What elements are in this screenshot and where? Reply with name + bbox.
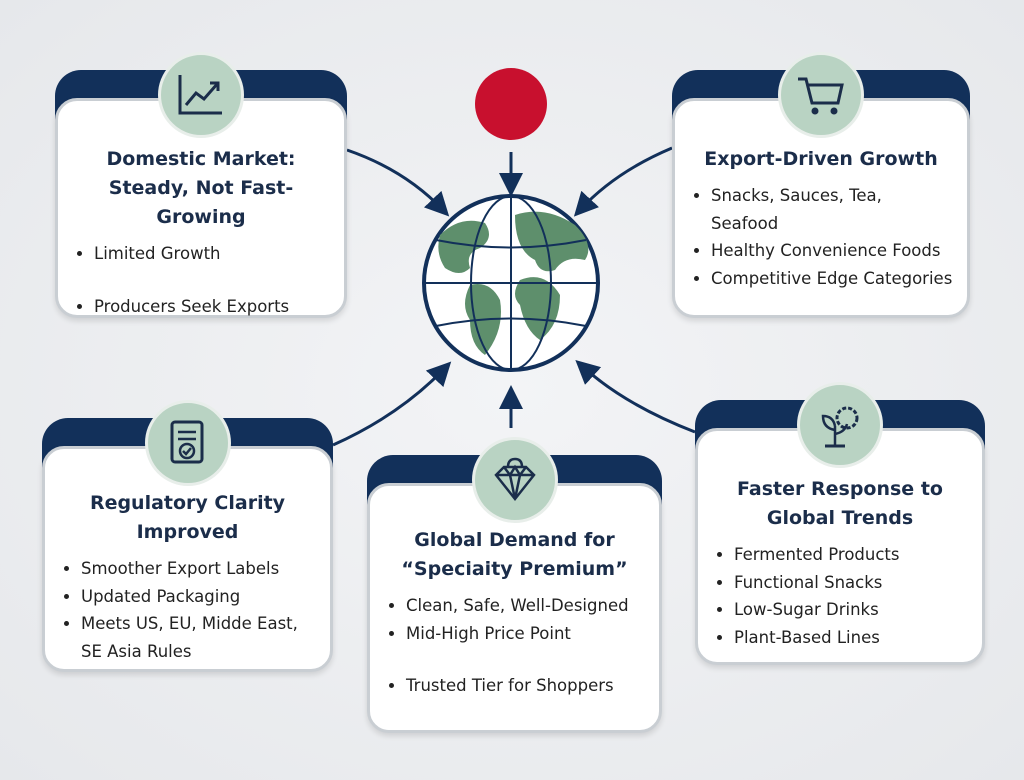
bullet: Low-Sugar Drinks: [734, 596, 968, 624]
bullet: Healthy Convenience Foods: [711, 237, 953, 265]
bullet: Meets US, EU, Midde East, SE Asia Rules: [81, 610, 316, 665]
shopping-cart-icon: [778, 52, 864, 138]
bullet: Limited Growth: [94, 240, 330, 268]
card-title: Global Demand for“Speciaity Premium”: [401, 529, 628, 580]
card-global-demand: Global Demand for“Speciaity Premium” Cle…: [367, 437, 662, 733]
bullet: Fermented Products: [734, 541, 968, 569]
bullet: Functional Snacks: [734, 569, 968, 597]
bullet: Smoother Export Labels: [81, 555, 316, 583]
arrow-regulatory: [332, 361, 452, 447]
card-title: Domestic Market:Steady, Not Fast-Growing: [106, 148, 296, 228]
diamond-bag-icon: [471, 437, 558, 523]
bullet: Competitive Edge Categories: [711, 265, 953, 293]
plant-gear-icon: [797, 382, 883, 468]
bullet: Mid-High Price Point: [406, 620, 645, 648]
card-domestic-market: Domestic Market:Steady, Not Fast-Growing…: [55, 52, 347, 321]
bullet: Trusted Tier for Shoppers: [406, 672, 645, 700]
arrow-export: [573, 146, 673, 217]
bullet: Producers Seek Exports: [94, 293, 330, 321]
line-chart-icon: [158, 52, 244, 138]
arrow-domestic: [346, 148, 450, 217]
globe-icon: [422, 194, 600, 372]
red-dot: [475, 68, 547, 140]
document-check-icon: [144, 400, 231, 486]
bullet: Clean, Safe, Well-Designed: [406, 592, 645, 620]
card-title: Export-Driven Growth: [704, 148, 938, 170]
card-export-growth: Export-Driven Growth Snacks, Sauces, Tea…: [672, 52, 970, 318]
arrow-faster: [575, 359, 696, 434]
bullet: Updated Packaging: [81, 583, 316, 611]
bullet: Snacks, Sauces, Tea, Seafood: [711, 182, 953, 237]
bullet: Plant-Based Lines: [734, 624, 968, 652]
